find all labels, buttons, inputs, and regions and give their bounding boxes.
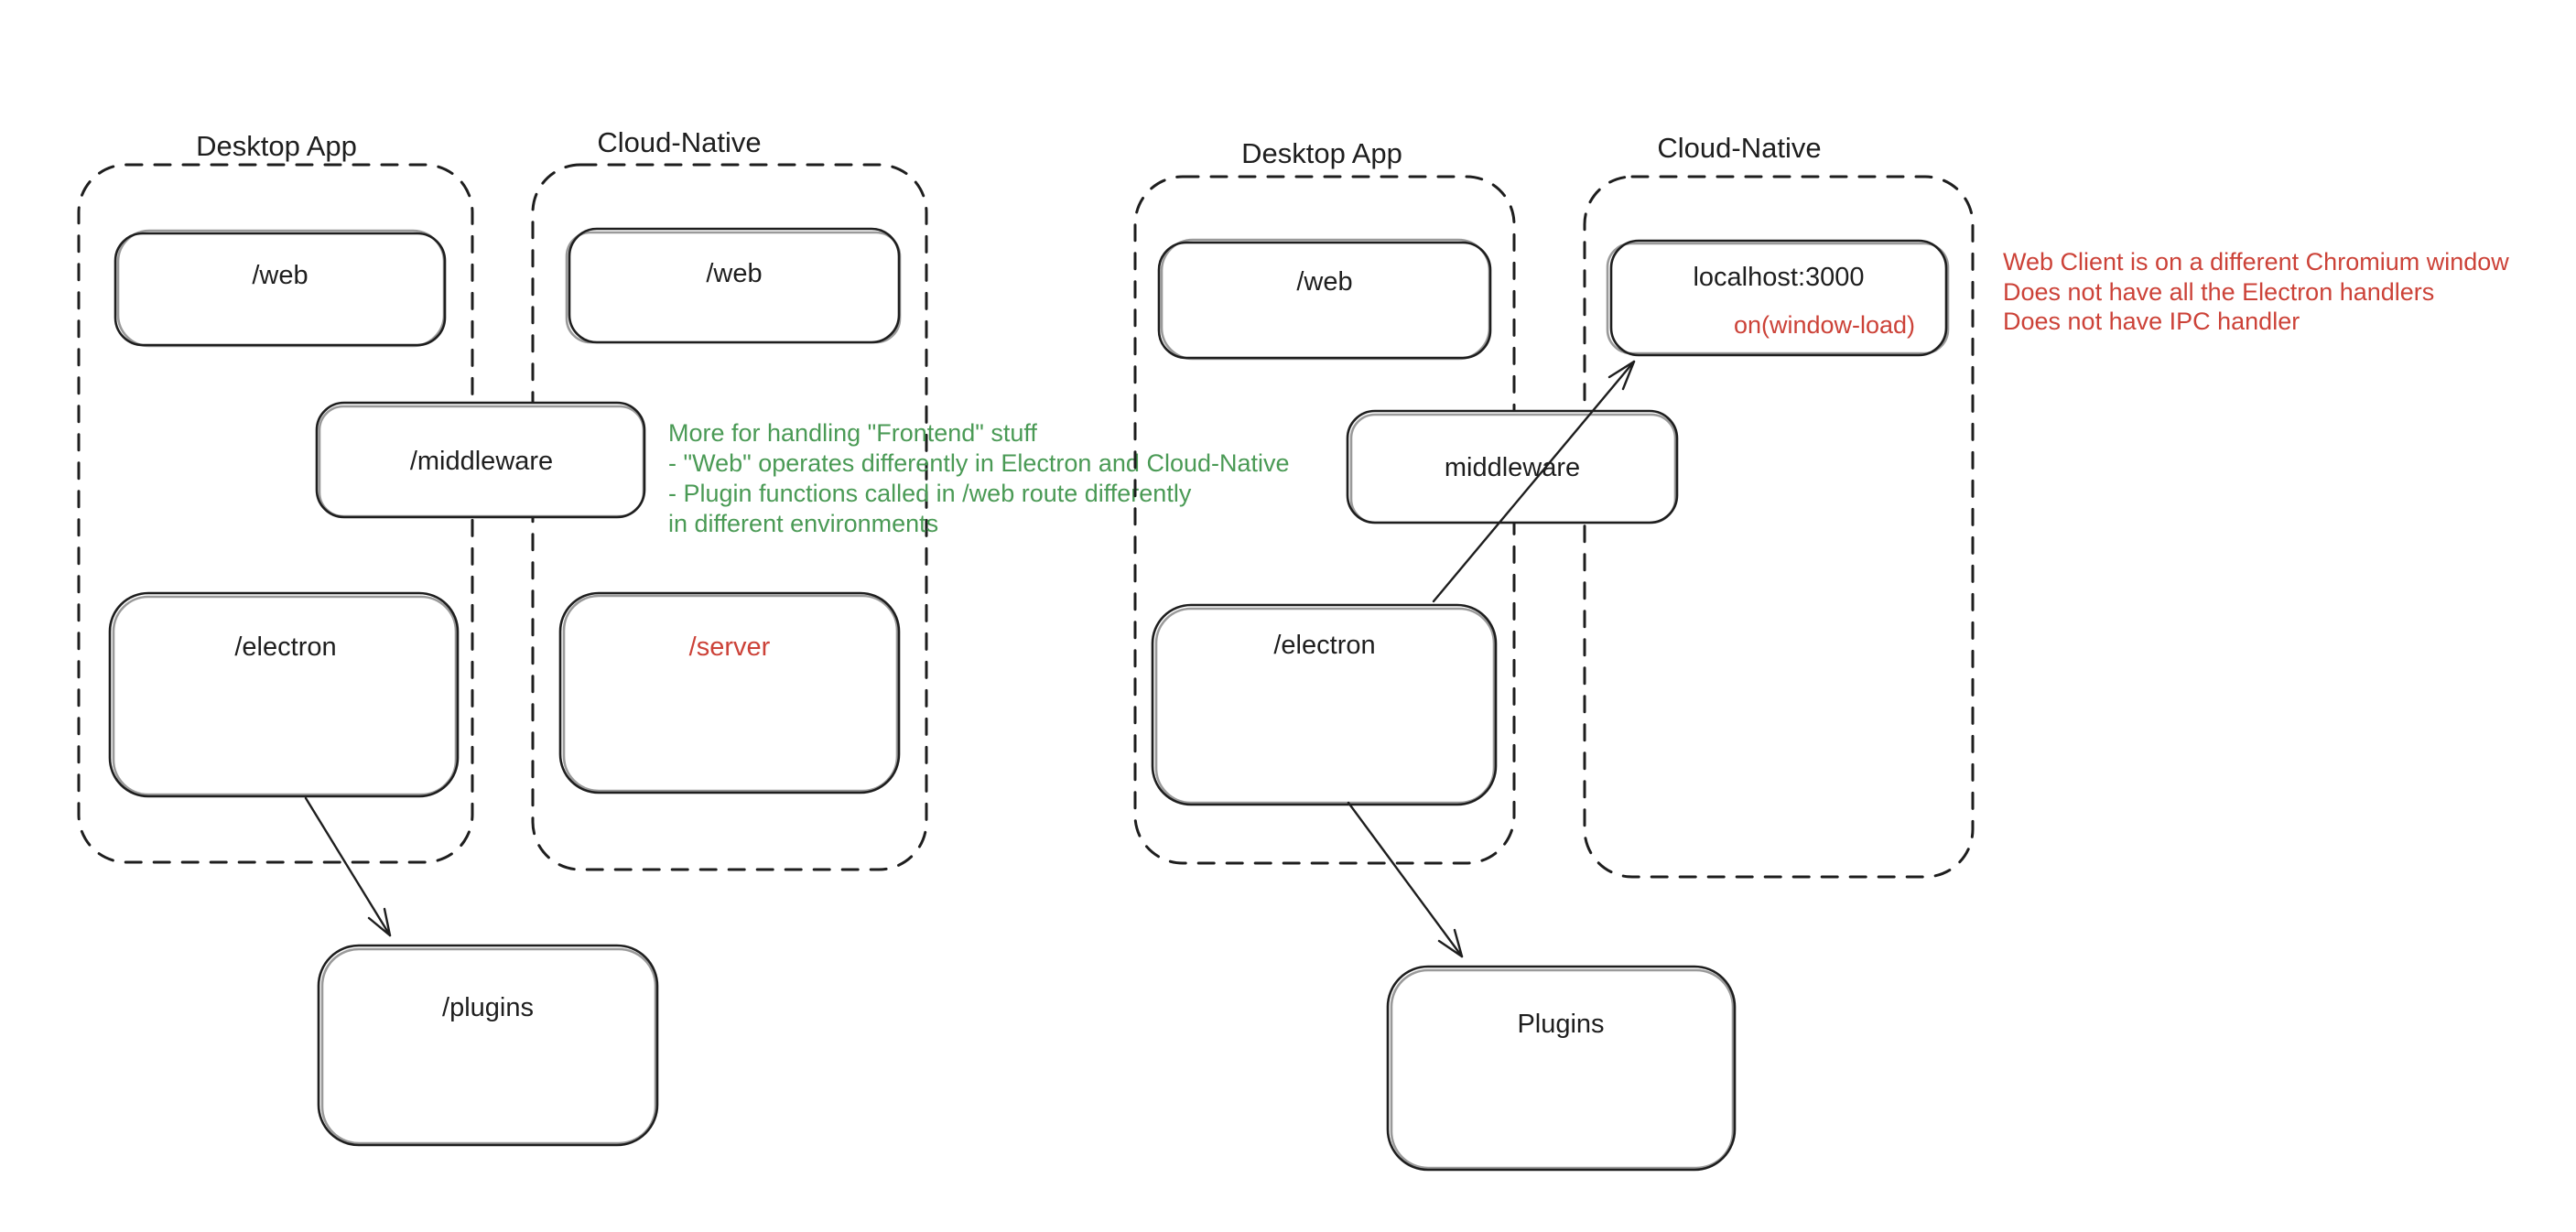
left-plugins-box: /plugins [317,944,659,1147]
left-middleware-label: /middleware [410,447,553,476]
red-note: Web Client is on a different Chromium wi… [2003,248,2509,335]
right-electron-to-localhost-arrow [1432,360,1636,603]
red-note-line-1: Web Client is on a different Chromium wi… [2003,248,2509,276]
left-web-box: /web [114,229,447,348]
left-desktop-app-border [77,163,474,864]
left-cloud-web-label: /web [706,259,762,288]
green-note-line-3: - Plugin functions called in /web route … [668,480,1192,507]
left-cloud-web-box: /web [565,227,902,344]
left-electron-box: /electron [108,591,460,798]
left-desktop-app-title: Desktop App [196,130,357,162]
right-localhost-label: localhost:3000 [1693,263,1864,292]
left-server-label: /server [689,632,771,662]
green-note-line-4: in different environments [668,510,938,537]
left-plugins-label: /plugins [442,993,534,1022]
right-cloud-native-border [1583,175,1975,879]
green-note-line-1: More for handling "Frontend" stuff [668,419,1037,447]
right-electron-box: /electron [1151,603,1498,806]
left-desktop-app-container: Desktop App [77,130,474,864]
green-note-line-2: - "Web" operates differently in Electron… [668,449,1290,477]
right-middleware-label: middleware [1445,453,1580,482]
left-electron-label: /electron [234,632,336,662]
right-electron-label: /electron [1273,631,1375,660]
right-on-window-load-label: on(window-load) [1734,311,1915,339]
left-middleware-box: /middleware [315,401,646,519]
right-plugins-box: Plugins [1386,965,1737,1172]
red-note-line-2: Does not have all the Electron handlers [2003,278,2434,306]
right-cloud-native-container: Cloud-Native [1583,132,1975,879]
right-middleware-box: middleware [1346,409,1679,524]
right-cloud-native-title: Cloud-Native [1657,132,1821,164]
green-note: More for handling "Frontend" stuff - "We… [668,419,1290,537]
right-desktop-app-title: Desktop App [1241,137,1402,169]
left-electron-to-plugins-arrow [304,796,392,937]
left-web-label: /web [252,261,308,290]
red-note-line-3: Does not have IPC handler [2003,308,2300,335]
right-localhost-box: localhost:3000 on(window-load) [1606,239,1950,357]
right-web-box: /web [1157,238,1492,361]
right-web-label: /web [1296,267,1352,297]
right-electron-to-plugins-arrow [1347,801,1464,958]
right-plugins-label: Plugins [1517,1010,1604,1039]
left-server-box: /server [558,591,901,794]
left-cloud-native-title: Cloud-Native [597,126,761,158]
